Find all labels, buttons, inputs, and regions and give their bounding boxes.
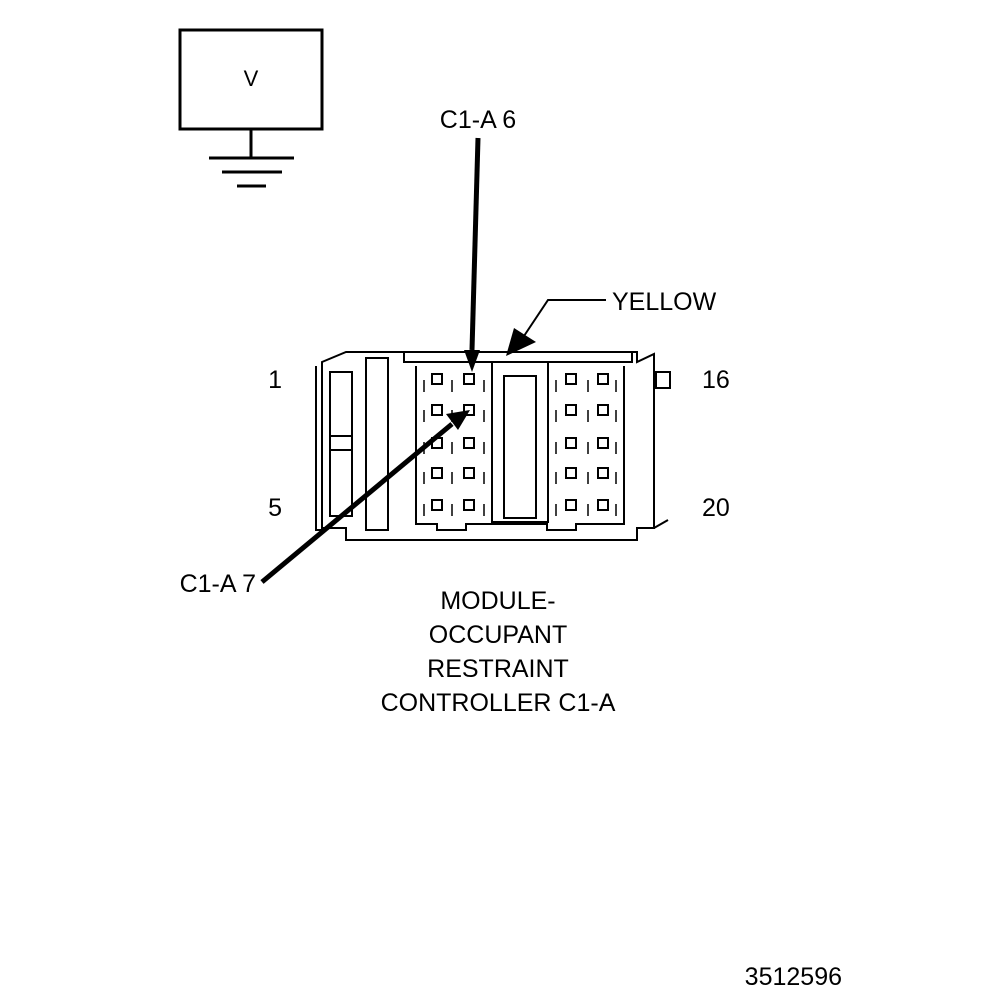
connector-title-line-3: RESTRAINT xyxy=(427,655,569,683)
figure-id: 3512596 xyxy=(745,963,842,991)
pin-row-5 xyxy=(431,499,609,511)
color-label: YELLOW xyxy=(612,288,717,316)
voltmeter-label: V xyxy=(244,66,259,91)
pin-6-arrow xyxy=(464,137,481,372)
ground-icon xyxy=(209,129,294,188)
color-callout-arrow xyxy=(506,299,606,356)
pin-number-top-right: 16 xyxy=(702,366,730,394)
left-latch-inner xyxy=(329,371,353,517)
connector-title-line-2: OCCUPANT xyxy=(429,621,567,649)
pin-row-2 xyxy=(431,404,609,416)
left-latch xyxy=(315,366,322,531)
pin-number-top-left: 1 xyxy=(268,366,282,394)
pin-row-4 xyxy=(431,467,609,479)
pin-number-bottom-right: 20 xyxy=(702,494,730,522)
pin-7-label: C1-A 7 xyxy=(180,570,256,598)
center-key xyxy=(491,361,549,523)
connector-title-line-1: MODULE- xyxy=(440,587,555,615)
left-slot xyxy=(365,357,389,531)
pin-7-arrow xyxy=(260,410,470,584)
pin-6-label: C1-A 6 xyxy=(440,106,516,134)
right-tab xyxy=(655,371,671,389)
connector-title-line-4: CONTROLLER C1-A xyxy=(381,689,616,717)
connector-title: MODULE- OCCUPANT RESTRAINT CONTROLLER C1… xyxy=(381,587,616,717)
pin-row-3 xyxy=(431,437,609,449)
connector-body xyxy=(315,351,671,541)
pin-row-1 xyxy=(431,373,609,385)
connector-housing xyxy=(321,351,655,541)
center-key-inner xyxy=(503,375,537,519)
pin-cavities xyxy=(423,373,617,516)
voltmeter-symbol: V xyxy=(178,28,324,131)
pin-number-bottom-left: 5 xyxy=(268,494,282,522)
